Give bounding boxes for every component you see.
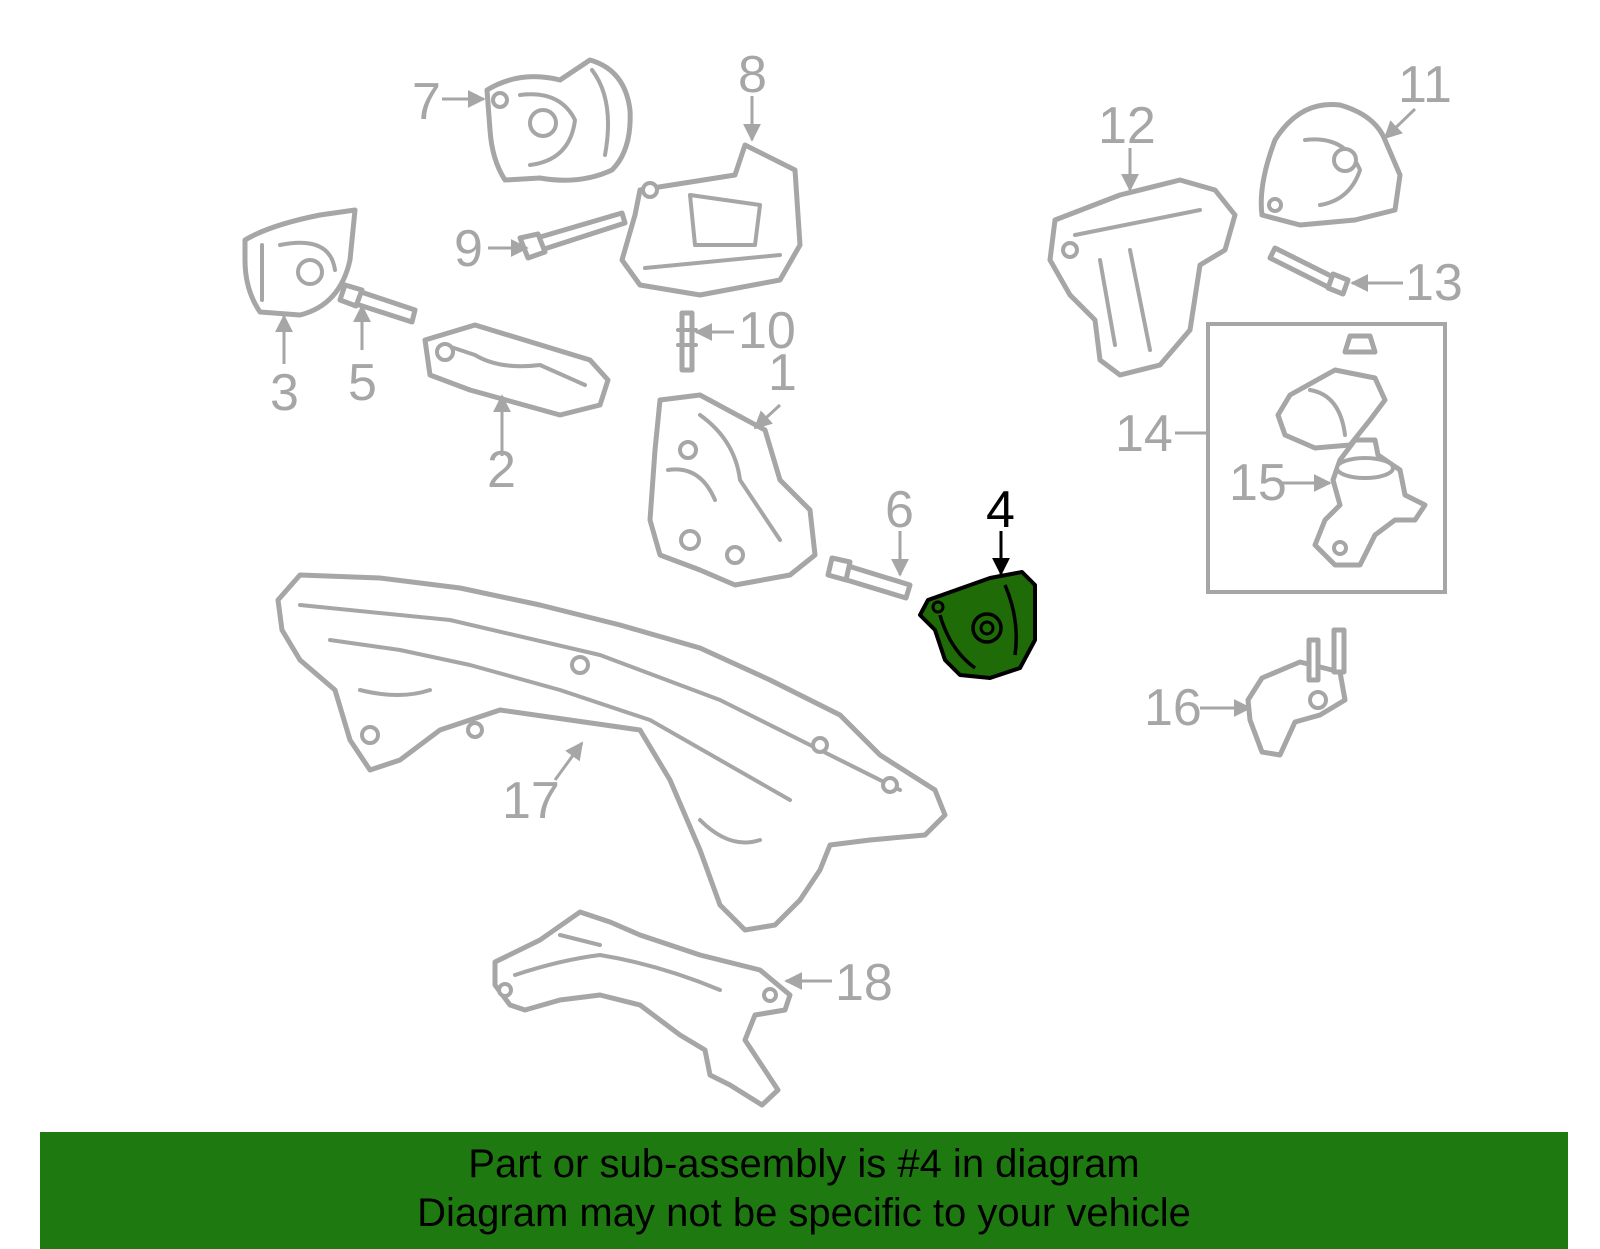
part-13-bolt[interactable]: [1267, 245, 1351, 297]
info-banner: Part or sub-assembly is #4 in diagram Di…: [40, 1132, 1568, 1249]
label-16: 16: [1144, 679, 1202, 737]
label-3: 3: [270, 364, 299, 422]
part-3-mount[interactable]: [242, 207, 358, 318]
label-12: 12: [1098, 97, 1156, 155]
label-11: 11: [1398, 56, 1452, 114]
part-9-bolt[interactable]: [517, 210, 628, 261]
label-5: 5: [348, 354, 377, 412]
part-5-bolt[interactable]: [337, 282, 418, 325]
part-11-mount[interactable]: [1258, 101, 1403, 228]
label-8: 8: [738, 46, 767, 104]
label-14: 14: [1115, 405, 1173, 463]
part-10-stud[interactable]: [676, 310, 698, 373]
part-8-bracket[interactable]: [619, 142, 803, 298]
part-1-bracket[interactable]: [647, 392, 818, 588]
part-16-bracket[interactable]: [1245, 627, 1348, 758]
part-14-assembly-box[interactable]: [1206, 322, 1447, 594]
label-4: 4: [986, 481, 1015, 539]
part-4-mount-highlighted[interactable]: [918, 570, 1037, 680]
label-9: 9: [454, 220, 483, 278]
label-1: 1: [768, 344, 797, 402]
part-15-mount[interactable]: [1312, 437, 1428, 568]
part-12-bracket[interactable]: [1047, 177, 1238, 378]
label-15: 15: [1229, 454, 1287, 512]
label-7: 7: [412, 73, 441, 131]
label-6: 6: [885, 481, 914, 539]
part-7-mount[interactable]: [484, 57, 633, 183]
label-13: 13: [1405, 254, 1463, 312]
banner-line-part: Part or sub-assembly is #4 in diagram: [468, 1142, 1140, 1186]
banner-line-disclaimer: Diagram may not be specific to your vehi…: [417, 1191, 1191, 1235]
label-2: 2: [487, 441, 516, 499]
part-17-subframe[interactable]: [275, 572, 948, 933]
label-10: 10: [738, 302, 796, 360]
part-2-bracket[interactable]: [422, 322, 611, 418]
label-17: 17: [502, 772, 560, 830]
label-18: 18: [835, 954, 893, 1012]
part-18-crossmember[interactable]: [492, 909, 793, 1108]
part-6-bolt[interactable]: [825, 555, 913, 601]
